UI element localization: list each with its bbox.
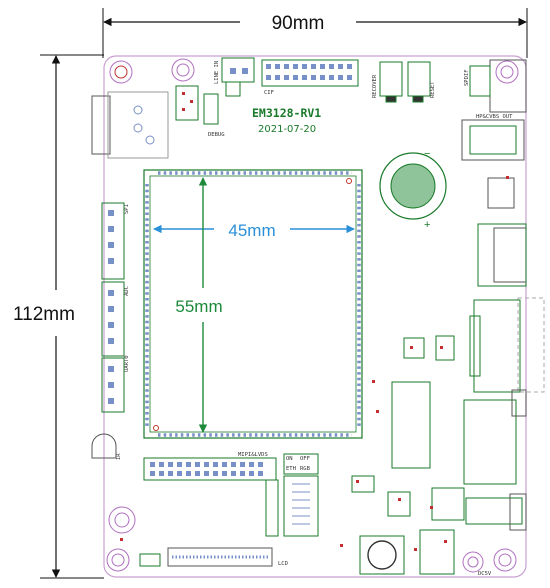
mounting-holes [106,58,519,573]
width-label: 90mm [272,13,325,34]
inner-width-label: 45mm [228,221,275,240]
silk-recover: RECOVER [372,74,378,98]
top-components [91,57,527,161]
silk-spdif: SPDIF [464,69,470,86]
silk-hp-cvbs-out: HP&CVBS OUT [476,114,513,120]
right-components [351,177,545,575]
inner-height-dimension: 55mm [175,177,223,433]
silk-debug: DEBUG [208,132,225,138]
left-connectors [91,202,125,459]
silk-mipi-lvds: MIPI&LVDS [238,452,268,458]
silk-line-in: LINE IN [214,61,220,84]
board-outline [103,55,527,578]
height-label: 112mm [13,304,75,325]
silk-lcd: LCD [278,561,288,567]
silk-on: ON [286,456,293,462]
board-name: EM3128-RV1 [252,106,321,120]
svg-text:+: + [424,219,430,231]
silk-adc: ADC [124,286,130,296]
silk-uart0: UART0 [124,355,130,372]
width-dimension: 90mm [102,8,528,58]
inner-width-dimension: 45mm [153,221,355,240]
board-date: 2021-07-20 [258,124,316,135]
silk-rgb: RGB [300,466,311,472]
bottom-left-components [139,453,319,567]
silk-reset: RESET [430,81,436,98]
silk-spi: SPI [124,204,130,214]
coin-battery: − + [379,148,447,231]
som-module [143,169,363,439]
silk-eth: ETH [286,466,296,472]
inner-height-label: 55mm [175,297,222,316]
silk-ir: IR [116,453,122,460]
silk-dc5v: DC5V [478,571,492,577]
height-dimension: 112mm [13,54,104,579]
passive-pads [120,92,509,551]
silk-off: OFF [300,456,310,462]
silk-cif: CIF [264,90,274,96]
svg-text:−: − [424,148,430,160]
